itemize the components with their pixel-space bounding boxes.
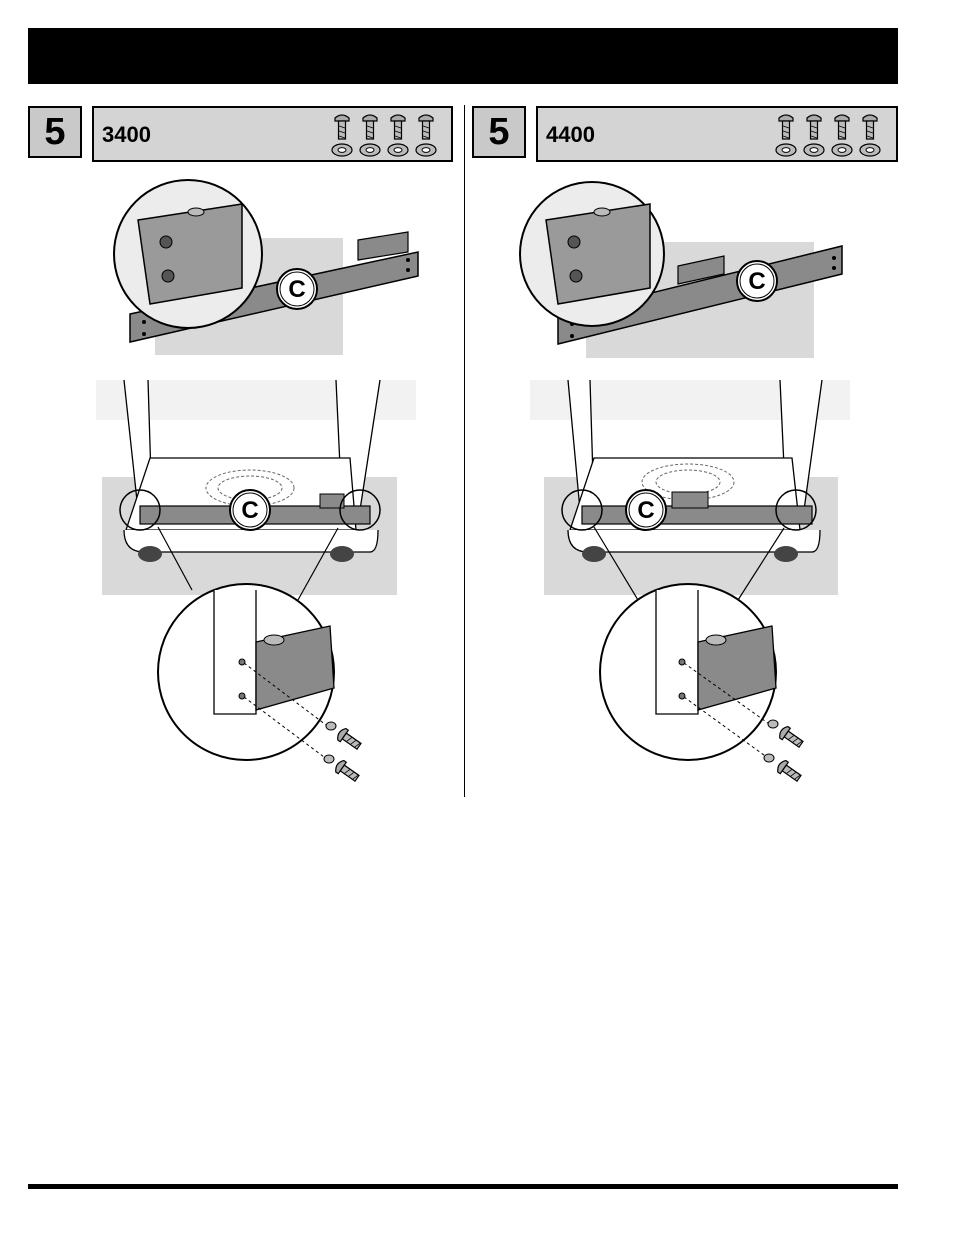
step-number-box: 5 — [472, 106, 526, 158]
header-bar — [28, 28, 898, 84]
model-label: 4400 — [546, 122, 595, 148]
svg-text:C: C — [748, 268, 765, 295]
washer-icon — [388, 144, 408, 156]
assembly-illustration-3400: C C — [20, 170, 460, 790]
washer-icon — [776, 144, 796, 156]
panel-divider — [464, 105, 465, 797]
step-number-box: 5 — [28, 106, 82, 158]
model-label: 3400 — [102, 122, 151, 148]
screw-icon — [363, 115, 377, 139]
screw-icon — [835, 115, 849, 139]
screw-icon — [419, 115, 433, 139]
installed-crossbar — [582, 506, 812, 524]
screw-icon — [779, 115, 793, 139]
washer-icon — [332, 144, 352, 156]
svg-text:C: C — [288, 276, 305, 303]
washer-icon — [804, 144, 824, 156]
washer-icon — [416, 144, 436, 156]
screw-icon — [863, 115, 877, 139]
model-header: 4400 — [536, 106, 898, 162]
hardware-icon-group — [330, 112, 442, 158]
hardware-icon-group — [774, 112, 886, 158]
screw-icon — [391, 115, 405, 139]
step-number: 5 — [488, 111, 509, 154]
washer-icon — [832, 144, 852, 156]
callout-c-mid: C — [626, 490, 666, 530]
screw-icon — [335, 115, 349, 139]
callout-c-top: C — [737, 261, 777, 301]
assembly-illustration-4400: C C — [466, 170, 906, 790]
footer-rule — [28, 1184, 898, 1189]
washer-icon — [860, 144, 880, 156]
svg-text:C: C — [241, 497, 258, 524]
callout-c-top: C — [277, 269, 317, 309]
callout-c-mid: C — [230, 490, 270, 530]
step-number: 5 — [44, 111, 65, 154]
washer-icon — [360, 144, 380, 156]
svg-text:C: C — [637, 497, 654, 524]
screw-icon — [807, 115, 821, 139]
model-header: 3400 — [92, 106, 453, 162]
